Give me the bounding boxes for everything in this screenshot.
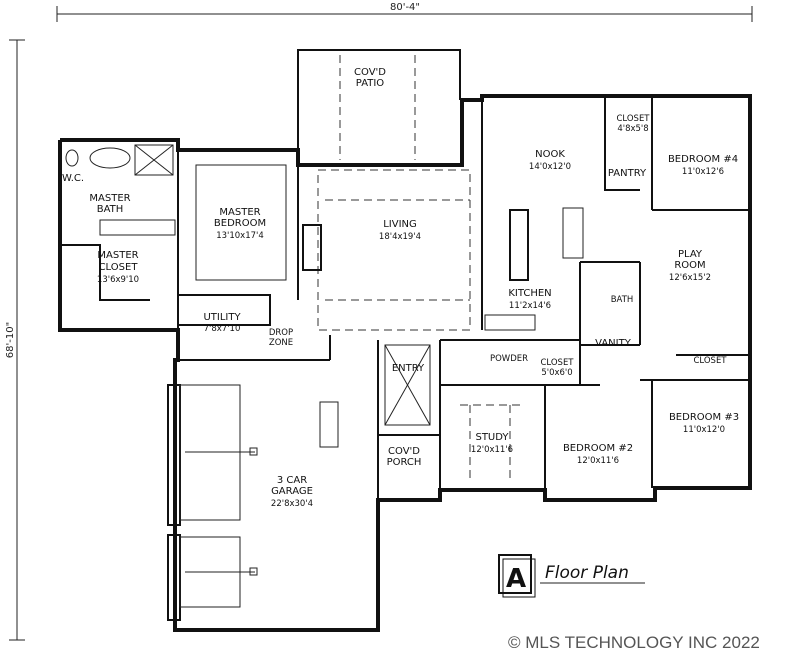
study-size: 12'0x11'6 [471, 445, 513, 455]
entry-label: ENTRY [392, 363, 425, 374]
study-label: STUDY [475, 432, 509, 443]
covd-patio-label-1: COV'D [354, 67, 386, 78]
bedroom4-label: BEDROOM #4 [668, 154, 738, 165]
drop-zone-label-2: ZONE [269, 338, 293, 348]
garage-doors [167, 384, 339, 621]
plan-title: Floor Plan [545, 563, 629, 583]
kitchen-range [562, 207, 584, 259]
kitchen-size: 11'2x14'6 [509, 301, 551, 311]
play-room-label-2: ROOM [674, 260, 705, 271]
master-bedroom-tray [195, 164, 287, 281]
copyright-text: © MLS TECHNOLOGY INC 2022 [508, 633, 760, 652]
width-dimension: 80'-4" [390, 2, 420, 13]
covd-patio-label-2: PATIO [356, 78, 385, 89]
master-bedroom-label-1: MASTER [219, 207, 260, 218]
master-closet-size: 13'6x9'10 [97, 275, 139, 285]
nook-size: 14'0x12'0 [529, 162, 571, 172]
utility-size: 7'8x7'10 [204, 324, 241, 334]
garage-label-1: 3 CAR [277, 475, 307, 486]
interior-walls [60, 96, 750, 500]
utility-label: UTILITY [203, 312, 241, 323]
master-bath-label-2: BATH [97, 204, 124, 215]
kitchen-island [509, 209, 529, 281]
plan-letter: A [506, 564, 526, 594]
bedroom4-size: 11'0x12'6 [682, 167, 724, 177]
dimension-lines [9, 6, 753, 641]
closet-top-label: CLOSET [616, 114, 650, 124]
closet-bed3-label: CLOSET [693, 356, 727, 366]
living-size: 18'4x19'4 [379, 232, 421, 242]
covd-porch-label-2: PORCH [387, 457, 422, 468]
toilet [65, 149, 79, 167]
fireplace [302, 224, 322, 271]
plan-label [498, 554, 645, 598]
pantry-label: PANTRY [608, 168, 647, 179]
kitchen-label: KITCHEN [508, 288, 551, 299]
drop-zone-label-1: DROP [269, 328, 293, 338]
master-bath-label-1: MASTER [89, 193, 130, 204]
ceiling-lines [317, 55, 520, 480]
play-room-size: 12'6x15'2 [669, 273, 711, 283]
covd-porch-label-1: COV'D [388, 446, 420, 457]
exterior-walls [58, 49, 752, 632]
shower [134, 144, 174, 176]
closet-bed2-size: 5'0x6'0 [541, 368, 572, 378]
play-room-label-1: PLAY [678, 249, 703, 260]
bedroom3-label: BEDROOM #3 [669, 412, 739, 423]
bath-label: BATH [611, 295, 634, 305]
closet-top-size: 4'8x5'8 [617, 124, 648, 134]
master-bedroom-label-2: BEDROOM [214, 218, 266, 229]
garage-size: 22'8x30'4 [271, 499, 313, 509]
bedroom2-size: 12'0x11'6 [577, 456, 619, 466]
bath-vanity [99, 219, 176, 236]
living-label: LIVING [383, 219, 417, 230]
bathtub [89, 147, 131, 169]
bedroom2-label: BEDROOM #2 [563, 443, 633, 454]
bedroom3-size: 11'0x12'0 [683, 425, 725, 435]
vanity-label: VANITY [595, 338, 632, 349]
depth-dimension: 68'-10" [5, 322, 16, 358]
nook-label: NOOK [535, 149, 565, 160]
entry-skylight [384, 344, 431, 426]
wc-label: W.C. [62, 173, 84, 184]
master-closet-label-1: MASTER [97, 250, 138, 261]
closet-bed2-label: CLOSET [540, 358, 574, 368]
master-bedroom-size: 13'10x17'4 [216, 231, 264, 241]
kitchen-counter [484, 314, 536, 331]
powder-label: POWDER [490, 354, 528, 364]
master-closet-label-2: CLOSET [99, 262, 139, 273]
garage-label-2: GARAGE [271, 486, 313, 497]
